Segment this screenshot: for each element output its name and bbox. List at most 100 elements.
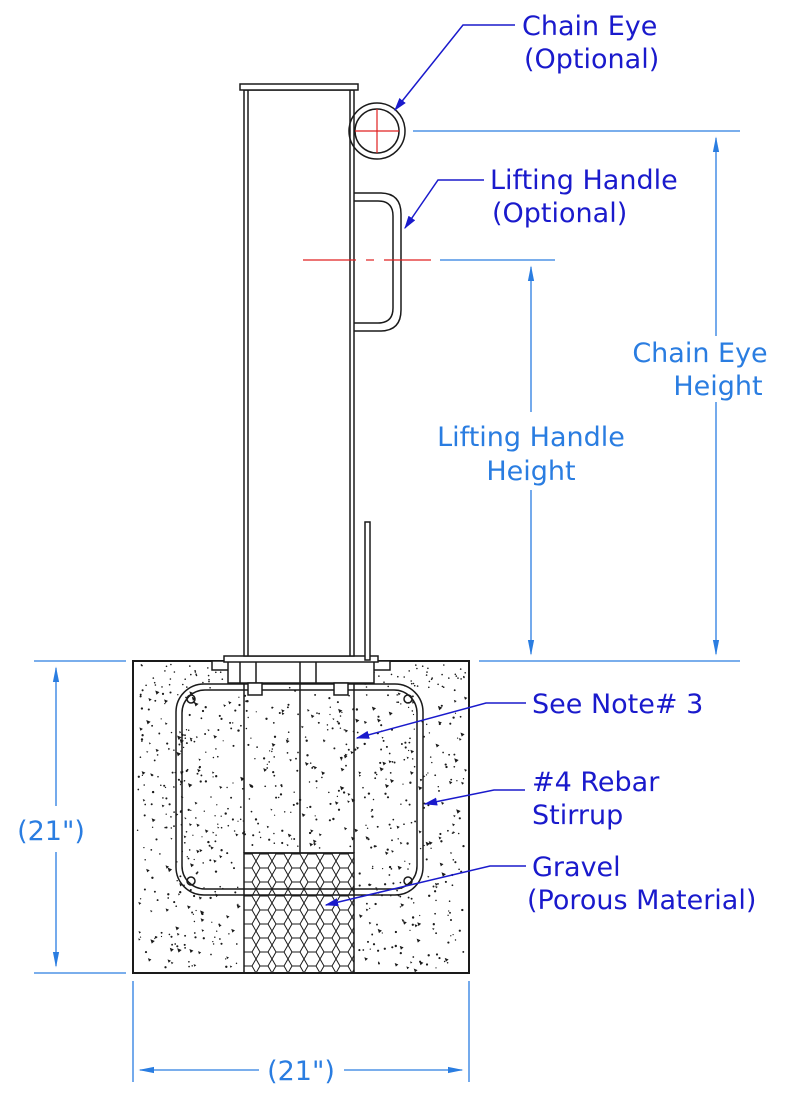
concrete-aggregate xyxy=(159,853,161,855)
concrete-aggregate xyxy=(430,847,432,849)
concrete-aggregate xyxy=(423,844,425,847)
concrete-aggregate xyxy=(442,751,444,754)
concrete-aggregate xyxy=(458,738,462,741)
concrete-aggregate xyxy=(343,754,348,759)
concrete-aggregate xyxy=(333,747,336,750)
concrete-aggregate xyxy=(369,948,371,950)
concrete-aggregate xyxy=(252,834,255,837)
concrete-aggregate xyxy=(336,701,339,704)
concrete-aggregate xyxy=(386,796,390,799)
concrete-aggregate xyxy=(202,681,204,684)
concrete-aggregate xyxy=(403,823,405,826)
concrete-aggregate xyxy=(400,743,403,745)
concrete-aggregate xyxy=(273,735,277,738)
concrete-aggregate xyxy=(245,700,248,703)
concrete-aggregate xyxy=(189,823,192,827)
concrete-aggregate xyxy=(379,761,382,764)
concrete-aggregate xyxy=(454,712,457,714)
concrete-aggregate xyxy=(391,946,394,949)
concrete-aggregate xyxy=(405,799,408,802)
lifting-handle-icon xyxy=(354,192,402,332)
concrete-aggregate xyxy=(138,931,142,934)
concrete-aggregate xyxy=(329,706,332,708)
footing-height-label: (21") xyxy=(17,816,85,847)
concrete-aggregate xyxy=(170,935,173,938)
concrete-aggregate xyxy=(226,786,228,789)
concrete-aggregate xyxy=(190,673,192,676)
concrete-aggregate xyxy=(316,787,318,789)
concrete-aggregate xyxy=(199,780,202,783)
concrete-aggregate xyxy=(464,696,468,700)
concrete-aggregate xyxy=(373,845,376,848)
chain-eye-label-line2: (Optional) xyxy=(524,44,659,75)
concrete-aggregate xyxy=(461,908,464,912)
concrete-aggregate xyxy=(363,720,368,725)
concrete-aggregate xyxy=(209,687,211,689)
concrete-aggregate xyxy=(268,761,271,763)
concrete-aggregate xyxy=(187,783,193,788)
concrete-aggregate xyxy=(328,819,331,822)
concrete-aggregate xyxy=(272,721,275,724)
concrete-aggregate xyxy=(366,940,370,943)
concrete-aggregate xyxy=(217,826,220,829)
concrete-aggregate xyxy=(336,720,339,723)
concrete-aggregate xyxy=(287,833,292,838)
concrete-aggregate xyxy=(426,671,428,673)
concrete-aggregate xyxy=(462,950,465,953)
concrete-aggregate xyxy=(331,727,334,730)
concrete-aggregate xyxy=(188,960,190,963)
concrete-aggregate xyxy=(329,802,332,805)
concrete-aggregate xyxy=(396,694,398,696)
concrete-aggregate xyxy=(385,745,388,748)
concrete-aggregate xyxy=(428,680,431,683)
concrete-aggregate xyxy=(189,737,193,741)
concrete-aggregate xyxy=(189,949,194,954)
concrete-aggregate xyxy=(153,681,156,684)
concrete-aggregate xyxy=(200,717,203,720)
concrete-aggregate xyxy=(417,922,422,927)
concrete-aggregate xyxy=(165,797,168,800)
concrete-aggregate xyxy=(285,739,290,744)
concrete-aggregate xyxy=(186,856,188,858)
concrete-aggregate xyxy=(406,842,409,845)
concrete-aggregate xyxy=(358,884,361,887)
concrete-aggregate xyxy=(139,756,142,758)
concrete-aggregate xyxy=(188,849,191,851)
concrete-aggregate xyxy=(305,739,308,742)
concrete-aggregate xyxy=(160,935,163,938)
concrete-aggregate xyxy=(407,749,410,752)
concrete-aggregate xyxy=(377,961,380,963)
concrete-aggregate xyxy=(460,678,462,680)
concrete-aggregate xyxy=(389,827,392,830)
concrete-aggregate xyxy=(344,729,349,733)
concrete-aggregate xyxy=(411,710,414,712)
concrete-aggregate xyxy=(451,884,454,887)
concrete-aggregate xyxy=(179,891,182,894)
concrete-aggregate xyxy=(154,699,157,702)
concrete-aggregate xyxy=(229,965,233,968)
concrete-aggregate xyxy=(413,968,418,973)
concrete-aggregate xyxy=(185,742,188,745)
concrete-aggregate xyxy=(402,783,404,785)
concrete-aggregate xyxy=(184,947,187,949)
concrete-aggregate xyxy=(189,888,192,892)
concrete-aggregate xyxy=(220,942,223,945)
concrete-aggregate xyxy=(434,774,437,777)
chain-eye-centerline xyxy=(355,109,399,153)
concrete-aggregate xyxy=(225,965,228,968)
concrete-aggregate xyxy=(438,957,441,960)
concrete-aggregate xyxy=(217,729,220,731)
concrete-aggregate xyxy=(329,713,331,716)
concrete-aggregate xyxy=(442,686,445,688)
concrete-aggregate xyxy=(230,796,233,799)
concrete-aggregate xyxy=(139,727,143,731)
concrete-aggregate xyxy=(336,795,339,798)
concrete-aggregate xyxy=(148,742,151,745)
concrete-aggregate xyxy=(365,836,369,840)
concrete-aggregate xyxy=(372,865,374,868)
concrete-aggregate xyxy=(425,723,428,726)
concrete-aggregate xyxy=(434,912,436,915)
concrete-aggregate xyxy=(431,677,434,679)
concrete-aggregate xyxy=(266,767,269,769)
concrete-aggregate xyxy=(431,761,433,764)
